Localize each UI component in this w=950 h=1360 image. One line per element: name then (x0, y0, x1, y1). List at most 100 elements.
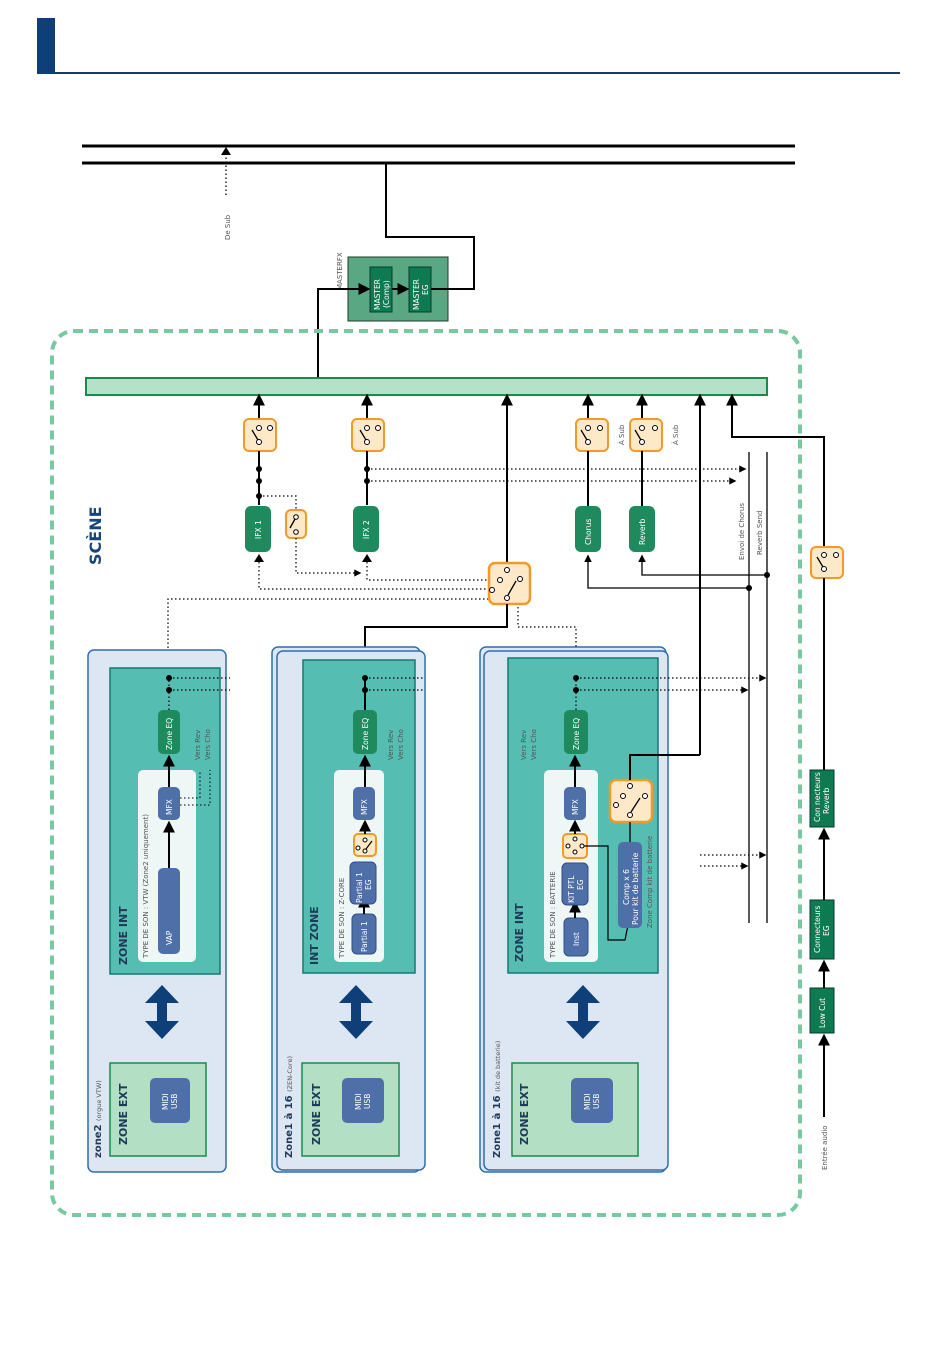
svg-text:VAP: VAP (165, 930, 174, 945)
vap-block[interactable] (158, 868, 180, 954)
chorus-block[interactable] (575, 506, 601, 552)
drum-comp-routing-switch[interactable] (608, 778, 654, 824)
zone-panel-organ: ZONE INT TYPE DE SON : VTW (Zone2 unique… (87, 649, 230, 1173)
midi-usb-block[interactable] (342, 1078, 384, 1123)
reverb-to-sub-label: À Sub (671, 424, 680, 445)
sound-type-label: TYPE DE SON : VTW (Zone2 uniquement) (142, 814, 150, 959)
zone-title: Zone1 à 16 (kit de batterie) (491, 1041, 503, 1158)
svg-text:TYPE DE SON : Z-CORE: TYPE DE SON : Z-CORE (338, 878, 346, 959)
svg-text:Zone EQ: Zone EQ (361, 718, 370, 750)
svg-text:Vers Cho: Vers Cho (530, 729, 538, 760)
svg-text:USB: USB (363, 1094, 372, 1109)
zone-eq-block[interactable] (564, 710, 588, 754)
svg-text:Partial 1: Partial 1 (355, 872, 364, 903)
masterfx-to-output-line (385, 163, 475, 290)
ifx2-label: IFX 2 (362, 520, 371, 539)
svg-text:Zone EQ: Zone EQ (165, 718, 174, 750)
svg-text:MFX: MFX (571, 799, 580, 815)
audio-in-switch[interactable] (810, 546, 844, 579)
reverb-output-switch[interactable] (629, 418, 663, 452)
svg-text:ZONE EXT: ZONE EXT (310, 1083, 323, 1145)
chorus-label: Chorus (584, 519, 593, 545)
svg-text:Vers Cho: Vers Cho (204, 729, 212, 760)
zone-panel-drumkit: ZONE INT TYPE DE SON : BATTERIE Inst KIT… (479, 646, 767, 1173)
reverb-block[interactable] (629, 506, 655, 552)
svg-text:ZONE INT: ZONE INT (513, 903, 526, 962)
svg-text:Inst: Inst (572, 932, 581, 946)
svg-text:Partial 1: Partial 1 (360, 921, 369, 952)
svg-text:Zone Comp kit de batterie: Zone Comp kit de batterie (646, 836, 654, 928)
svg-text:MFX: MFX (360, 799, 369, 815)
partial-bypass-switch[interactable] (353, 833, 377, 857)
partial-eg-block[interactable] (349, 861, 377, 905)
svg-text:USB: USB (592, 1094, 601, 1109)
low-cut-label: Low Cut (818, 998, 827, 1028)
svg-text:Vers Rev: Vers Rev (387, 730, 395, 760)
midi-usb-block[interactable] (150, 1078, 190, 1123)
chorus-output-switch[interactable] (575, 418, 609, 452)
svg-text:ZONE EXT: ZONE EXT (518, 1083, 531, 1145)
scene-boundary (50, 329, 802, 1217)
zone-title: Zone1 à 16 (ZEN-Core) (283, 1056, 295, 1158)
svg-text:ZONE EXT: ZONE EXT (117, 1083, 130, 1145)
reverb-label: Reverb (638, 518, 647, 545)
chorus-to-sub-label: À Sub (617, 424, 626, 445)
svg-text:Vers Rev: Vers Rev (520, 730, 528, 760)
svg-text:Vers Cho: Vers Cho (397, 729, 405, 760)
ifx2-block[interactable] (353, 506, 379, 552)
bus-to-masterfx-line (317, 283, 371, 377)
midi-usb-block[interactable] (571, 1078, 613, 1123)
mfx-block[interactable] (564, 787, 586, 820)
master-comp-label-1: MASTER (373, 279, 382, 310)
drum-output-switch[interactable] (562, 833, 588, 859)
svg-text:EG: EG (576, 879, 585, 890)
svg-text:MFX: MFX (165, 799, 174, 815)
zone-eq-block[interactable] (158, 710, 180, 754)
reverb-send-label: Reverb Send (756, 511, 764, 555)
zone-eq-block[interactable] (353, 710, 377, 754)
master-eq-label-1: MASTER (412, 279, 421, 310)
zone-panel-zencore: INT ZONE TYPE DE SON : Z-CORE Partial 1 … (271, 646, 426, 1173)
chorus-send-label: Envoi de Chorus (738, 503, 746, 560)
svg-text:MIDI: MIDI (161, 1093, 170, 1110)
audio-eq-label-1: Connecteurs (813, 906, 822, 953)
ifx2-output-switch[interactable] (351, 418, 385, 452)
mix-bus (85, 377, 768, 396)
audio-input-label: Entrée audio (821, 1125, 829, 1170)
zone-int-label: ZONE INT (117, 906, 130, 965)
audio-in-to-bus (726, 393, 825, 560)
master-eq-label-2: EG (421, 284, 430, 295)
mfx-block[interactable] (158, 787, 180, 820)
ifx1-output-switch[interactable] (243, 418, 277, 452)
master-comp-label-2: (Comp) (382, 280, 391, 308)
svg-text:Vers Rev: Vers Rev (194, 730, 202, 760)
masterfx-label: MASTERFX (336, 252, 344, 290)
zone-output-routing-switch[interactable] (487, 561, 532, 606)
audio-eq-label-2: EG (822, 925, 831, 936)
svg-text:MIDI: MIDI (354, 1093, 363, 1110)
zone-title: zone2 (orgue VTW) (93, 1080, 104, 1158)
mfx-block[interactable] (353, 787, 375, 820)
svg-text:Pour kit de batterie: Pour kit de batterie (631, 852, 640, 925)
audio-eq-block[interactable] (809, 899, 835, 960)
kit-ptl-eg-block[interactable] (561, 862, 589, 906)
svg-text:USB: USB (170, 1094, 179, 1109)
drum-comp-block[interactable] (618, 842, 642, 928)
scene-label: SCÈNE (86, 506, 105, 565)
audio-reverb-label-1: Con necteurs (813, 772, 822, 822)
from-sub-arrow (221, 147, 231, 155)
svg-text:TYPE DE SON : BATTERIE: TYPE DE SON : BATTERIE (549, 871, 557, 959)
from-sub-label: De Sub (224, 214, 232, 240)
header-rule (55, 72, 900, 74)
ifx-serial-switch[interactable] (285, 509, 307, 539)
header-accent-block (37, 18, 55, 74)
ifx1-block[interactable] (245, 506, 271, 552)
svg-text:MIDI: MIDI (583, 1093, 592, 1110)
svg-text:Comp x 6: Comp x 6 (622, 869, 631, 905)
audio-reverb-block[interactable] (809, 769, 835, 828)
svg-text:EG: EG (364, 879, 373, 890)
int-ext-arrow (145, 985, 179, 1039)
svg-text:INT ZONE: INT ZONE (308, 906, 321, 965)
low-cut-block[interactable] (809, 987, 835, 1034)
